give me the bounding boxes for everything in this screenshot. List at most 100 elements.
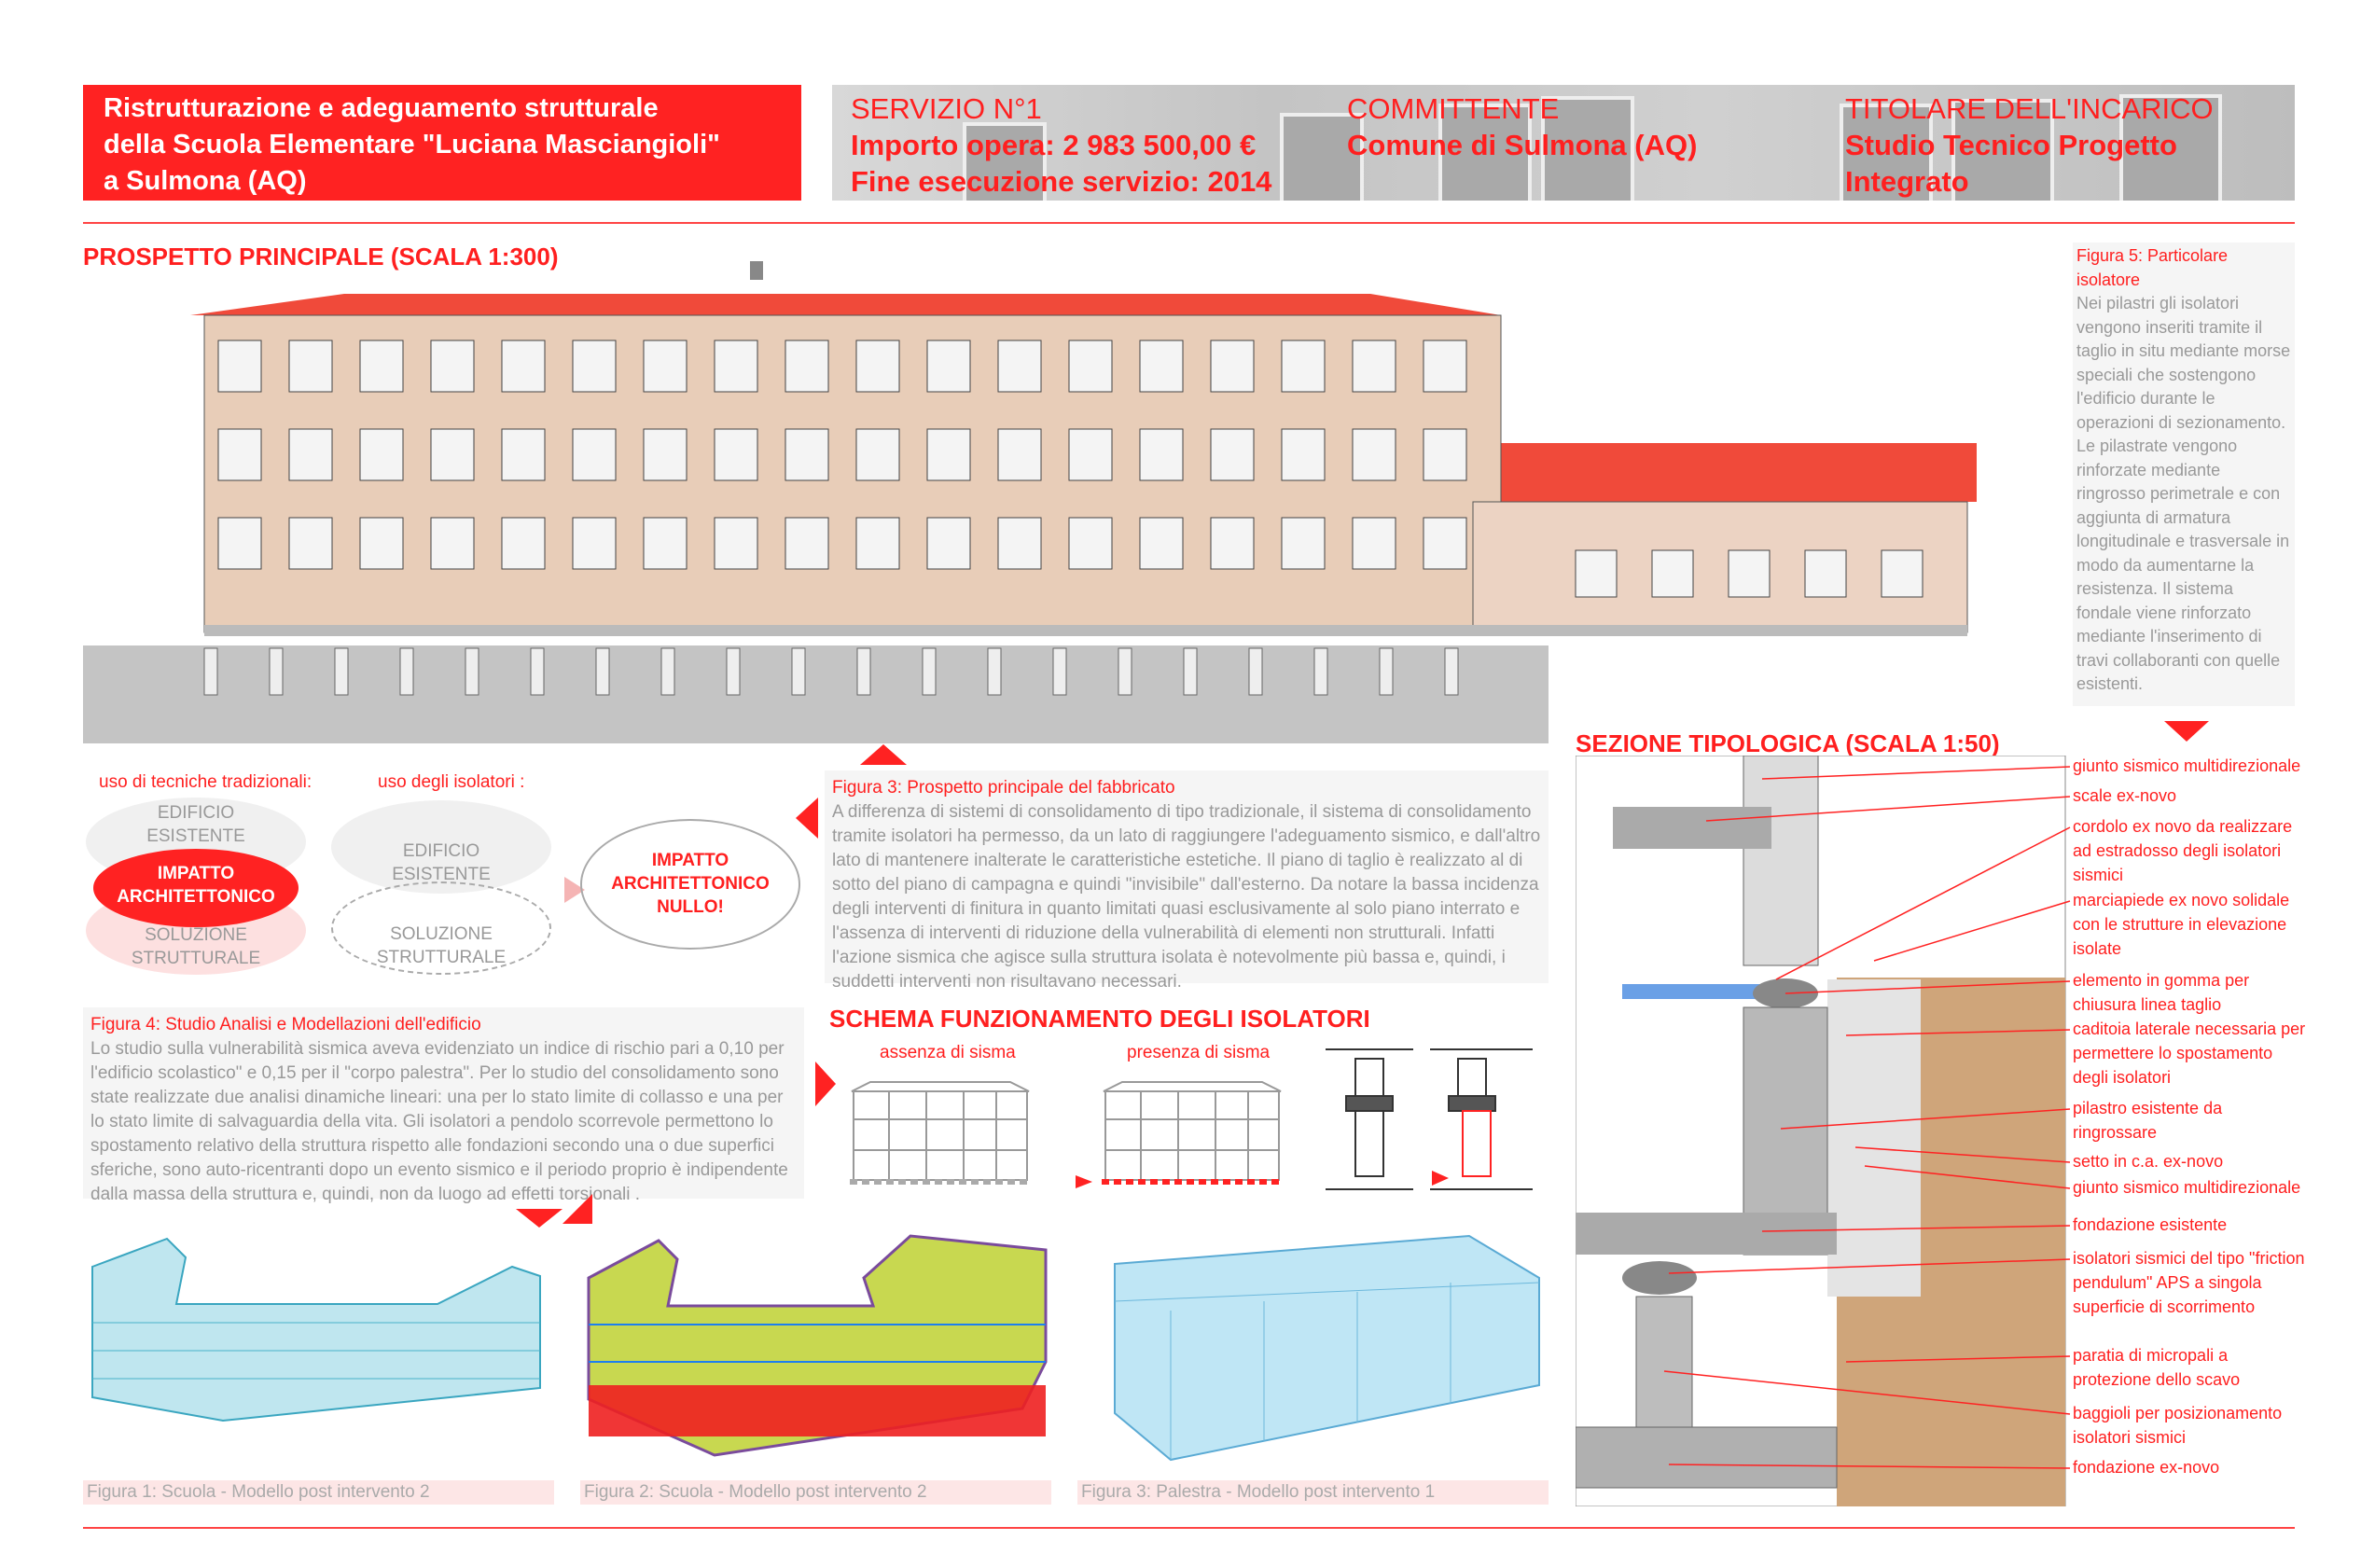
column xyxy=(987,647,1002,696)
section-title: SEZIONE TIPOLOGICA (SCALA 1:50) xyxy=(1576,729,2000,757)
arrow-right-icon xyxy=(564,877,585,903)
arrow-left-icon xyxy=(796,798,818,839)
window xyxy=(1352,340,1396,393)
window xyxy=(1139,517,1184,570)
window xyxy=(1139,340,1184,393)
window xyxy=(501,428,546,481)
window xyxy=(1352,517,1396,570)
window xyxy=(359,517,404,570)
arrow-diagonal-icon xyxy=(562,1194,592,1224)
window xyxy=(1881,549,1924,598)
section-label: marciapiede ex novo solidale con le stru… xyxy=(2073,891,2290,958)
section-label: scale ex-novo xyxy=(2073,786,2177,805)
solution-label: SOLUZIONE STRUTTURALE xyxy=(376,924,507,967)
leader-line xyxy=(1845,1355,2071,1363)
figure5-text: Nei pilastri gli isolatori vengono inser… xyxy=(2076,294,2291,693)
service-info: SERVIZIO N°1 Importo opera: 2 983 500,00… xyxy=(851,90,1271,200)
window xyxy=(1210,517,1255,570)
stones xyxy=(1827,979,1921,1297)
window xyxy=(430,428,475,481)
window xyxy=(643,517,687,570)
section-label: giunto sismico multidirezionale xyxy=(2073,756,2301,775)
leader-line xyxy=(1864,1165,2071,1189)
window xyxy=(785,428,829,481)
building-quake xyxy=(1102,1081,1283,1185)
existing-building-ellipse-2: EDIFICIO ESISTENTE xyxy=(331,800,551,894)
arrow-right-icon xyxy=(1076,1175,1092,1188)
window xyxy=(1281,340,1326,393)
leader-line xyxy=(1705,796,2071,822)
window xyxy=(1281,517,1326,570)
stair-slab xyxy=(1613,807,1771,849)
window xyxy=(1068,428,1113,481)
structural-solution-ellipse-2: SOLUZIONE STRUTTURALE xyxy=(331,881,551,975)
title-line: Ristrutturazione e adeguamento struttura… xyxy=(104,93,659,123)
client-name: Comune di Sulmona (AQ) xyxy=(1347,129,1698,161)
window xyxy=(714,340,758,393)
section-label: giunto sismico multidirezionale xyxy=(2073,1178,2301,1197)
column xyxy=(856,647,871,696)
roof-gym xyxy=(1473,443,1977,502)
leader-line xyxy=(1761,766,2071,780)
solution-label: SOLUZIONE STRUTTURALE xyxy=(131,925,261,968)
window xyxy=(997,340,1042,393)
window xyxy=(288,428,333,481)
elevation-title: PROSPETTO PRINCIPALE (SCALA 1:300) xyxy=(83,243,559,271)
leader-line xyxy=(1785,980,2071,994)
window xyxy=(855,517,900,570)
leader-line xyxy=(1845,1029,2071,1036)
null-impact-label: IMPATTO ARCHITETTONICO NULLO! xyxy=(611,851,770,917)
section-label: setto in c.a. ex-novo xyxy=(2073,1152,2224,1171)
window xyxy=(785,517,829,570)
existing-label: EDIFICIO ESISTENTE xyxy=(392,841,491,884)
client-heading: COMMITTENTE xyxy=(1347,92,1560,125)
header-banner: SERVIZIO N°1 Importo opera: 2 983 500,00… xyxy=(832,85,2295,201)
existing-foundation xyxy=(1576,1213,1837,1255)
window xyxy=(926,517,971,570)
window xyxy=(1804,549,1847,598)
figure4-box: Figura 4: Studio Analisi e Modellazioni … xyxy=(83,1007,804,1204)
window xyxy=(855,340,900,393)
window xyxy=(1068,340,1113,393)
window xyxy=(1423,340,1467,393)
window xyxy=(1068,517,1113,570)
section-label: cordolo ex novo da realizzare ad estrado… xyxy=(2073,817,2293,884)
window xyxy=(1423,517,1467,570)
column xyxy=(465,647,479,696)
window xyxy=(217,428,262,481)
column xyxy=(1118,647,1132,696)
arrow-up-icon xyxy=(860,744,907,765)
isolator-detail-static xyxy=(1326,1048,1413,1190)
model-school-1 xyxy=(91,1237,541,1422)
window xyxy=(501,340,546,393)
ground xyxy=(83,645,1549,743)
window xyxy=(1139,428,1184,481)
holder-name: Studio Tecnico Progetto xyxy=(1845,129,2177,161)
window xyxy=(997,517,1042,570)
window xyxy=(926,428,971,481)
window xyxy=(643,428,687,481)
section-label: pilastro esistente da ringrossare xyxy=(2073,1099,2223,1142)
roof-main xyxy=(190,294,1501,315)
figure5-box: Figura 5: Particolare isolatore Nei pila… xyxy=(2073,243,2295,706)
column xyxy=(203,647,218,696)
window xyxy=(1651,549,1694,598)
chimney xyxy=(750,261,763,280)
leader-line xyxy=(1761,1225,2071,1232)
pedestal xyxy=(1635,1296,1693,1428)
leader-line xyxy=(1873,900,2071,962)
window xyxy=(430,340,475,393)
holder-info: TITOLARE DELL'INCARICO Studio Tecnico Pr… xyxy=(1845,90,2214,200)
window xyxy=(217,517,262,570)
window xyxy=(1281,428,1326,481)
window xyxy=(359,428,404,481)
window xyxy=(926,340,971,393)
quake-label: presenza di sisma xyxy=(1127,1043,1271,1062)
column xyxy=(922,647,937,696)
column xyxy=(399,647,414,696)
no-quake-label: assenza di sisma xyxy=(880,1043,1016,1062)
window xyxy=(501,517,546,570)
window xyxy=(855,428,900,481)
holder-name: Integrato xyxy=(1845,165,1969,198)
impact-ellipse: IMPATTO ARCHITETTONICO xyxy=(93,849,299,927)
